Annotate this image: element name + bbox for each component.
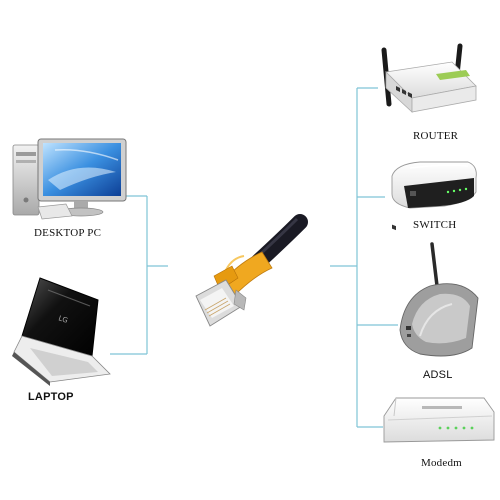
router-label: ROUTER <box>413 130 459 142</box>
adsl-modem-icon <box>399 242 479 357</box>
adsl-label: ADSL <box>423 369 453 381</box>
desktop-pc-icon <box>12 138 127 220</box>
switch-icon <box>391 161 477 209</box>
laptop-icon: LG <box>12 277 111 386</box>
svg-text:LG: LG <box>57 314 68 324</box>
ethernet-cable-icon <box>195 214 308 327</box>
switch-label: SWITCH <box>413 219 457 231</box>
modem-label: Modedm <box>421 457 462 469</box>
connector-lines <box>110 87 398 428</box>
desktop-pc-label: DESKTOP PC <box>34 227 102 239</box>
laptop-label: LAPTOP <box>28 391 74 403</box>
modem-icon <box>383 397 495 443</box>
router-icon <box>381 43 477 231</box>
